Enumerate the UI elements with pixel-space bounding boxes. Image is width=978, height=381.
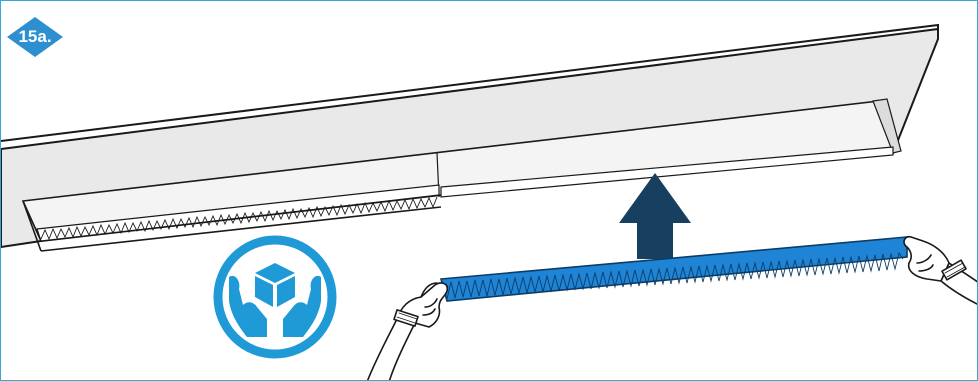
housing-bottom-edge — [40, 206, 442, 252]
up-arrow-icon — [619, 173, 691, 259]
installed-diffuser-pattern — [40, 196, 438, 241]
installed-diffuser — [36, 184, 440, 242]
left-hand — [366, 282, 449, 380]
new-diffuser-pattern — [446, 251, 904, 300]
diamond-badge-icon — [7, 17, 63, 57]
housing-left-end — [22, 200, 42, 252]
new-diffuser-strip — [439, 236, 908, 302]
empty-diffuser-slot — [440, 146, 894, 198]
step-number: 15a. — [18, 27, 52, 46]
step-badge: 15a. — [7, 17, 63, 57]
right-hand — [903, 235, 977, 305]
channel-end-wall — [872, 98, 902, 154]
hands-holding-box-icon — [213, 235, 337, 359]
housing-lip — [1, 23, 939, 142]
